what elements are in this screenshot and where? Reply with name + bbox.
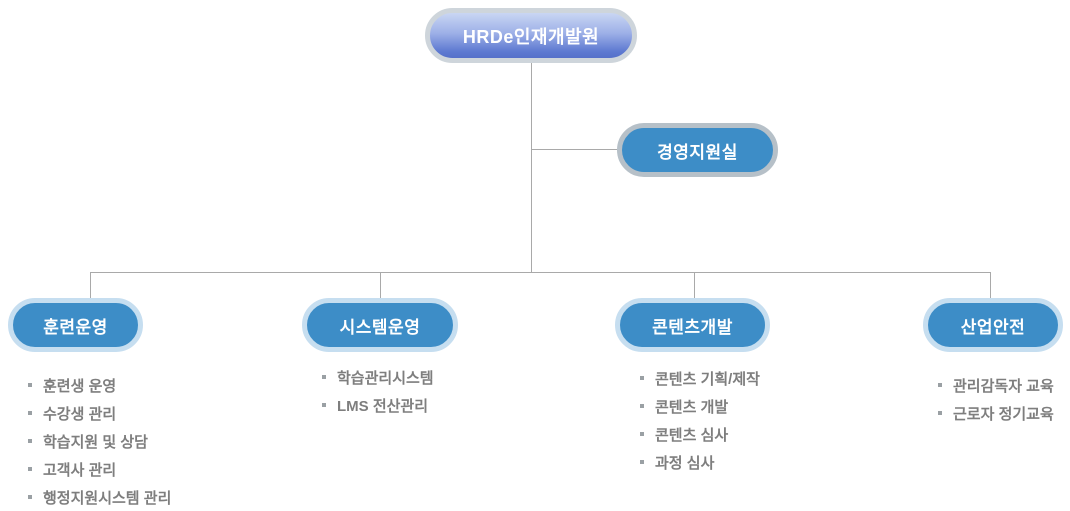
dept-node-label: 시스템운영 xyxy=(339,317,421,337)
dept-node-label: 산업안전 xyxy=(960,317,1026,337)
staff-node-label: 경영지원실 xyxy=(657,142,738,162)
dept-node-label: 콘텐츠개발 xyxy=(652,317,733,337)
connector-stub-content-dev xyxy=(694,272,695,299)
connector-staff-branch xyxy=(531,149,617,150)
dept-node-label: 훈련운영 xyxy=(43,317,108,337)
dept-node-industrial-safety: 산업안전 xyxy=(923,298,1063,352)
list-item: 행정지원시스템 관리 xyxy=(28,483,171,511)
list-item: 콘텐츠 심사 xyxy=(640,420,760,448)
list-item: 학습지원 및 상담 xyxy=(28,427,171,455)
connector-stub-industrial-safety xyxy=(990,272,991,299)
list-item: 콘텐츠 개발 xyxy=(640,392,760,420)
dept-node-training-ops: 훈련운영 xyxy=(8,298,143,352)
org-root-node: HRDe인재개발원 xyxy=(425,8,637,63)
connector-stub-training-ops xyxy=(90,272,91,299)
connector-departments-horizontal xyxy=(90,272,990,273)
list-item: 고객사 관리 xyxy=(28,455,171,483)
list-item: 근로자 정기교육 xyxy=(938,399,1054,427)
staff-node-management-support: 경영지원실 xyxy=(617,123,778,177)
connector-stub-system-ops xyxy=(380,272,381,299)
list-item: 과정 심사 xyxy=(640,448,760,476)
dept-node-content-dev: 콘텐츠개발 xyxy=(615,298,770,352)
dept-node-system-ops: 시스템운영 xyxy=(302,298,458,352)
list-item: 수강생 관리 xyxy=(28,399,171,427)
org-root-label: HRDe인재개발원 xyxy=(462,26,600,47)
connector-root-vertical xyxy=(531,62,532,273)
list-item: 훈련생 운영 xyxy=(28,371,171,399)
list-item: 학습관리시스템 xyxy=(322,363,434,391)
list-item: LMS 전산관리 xyxy=(322,391,434,419)
list-item: 콘텐츠 기획/제작 xyxy=(640,364,760,392)
list-item: 관리감독자 교육 xyxy=(938,371,1054,399)
